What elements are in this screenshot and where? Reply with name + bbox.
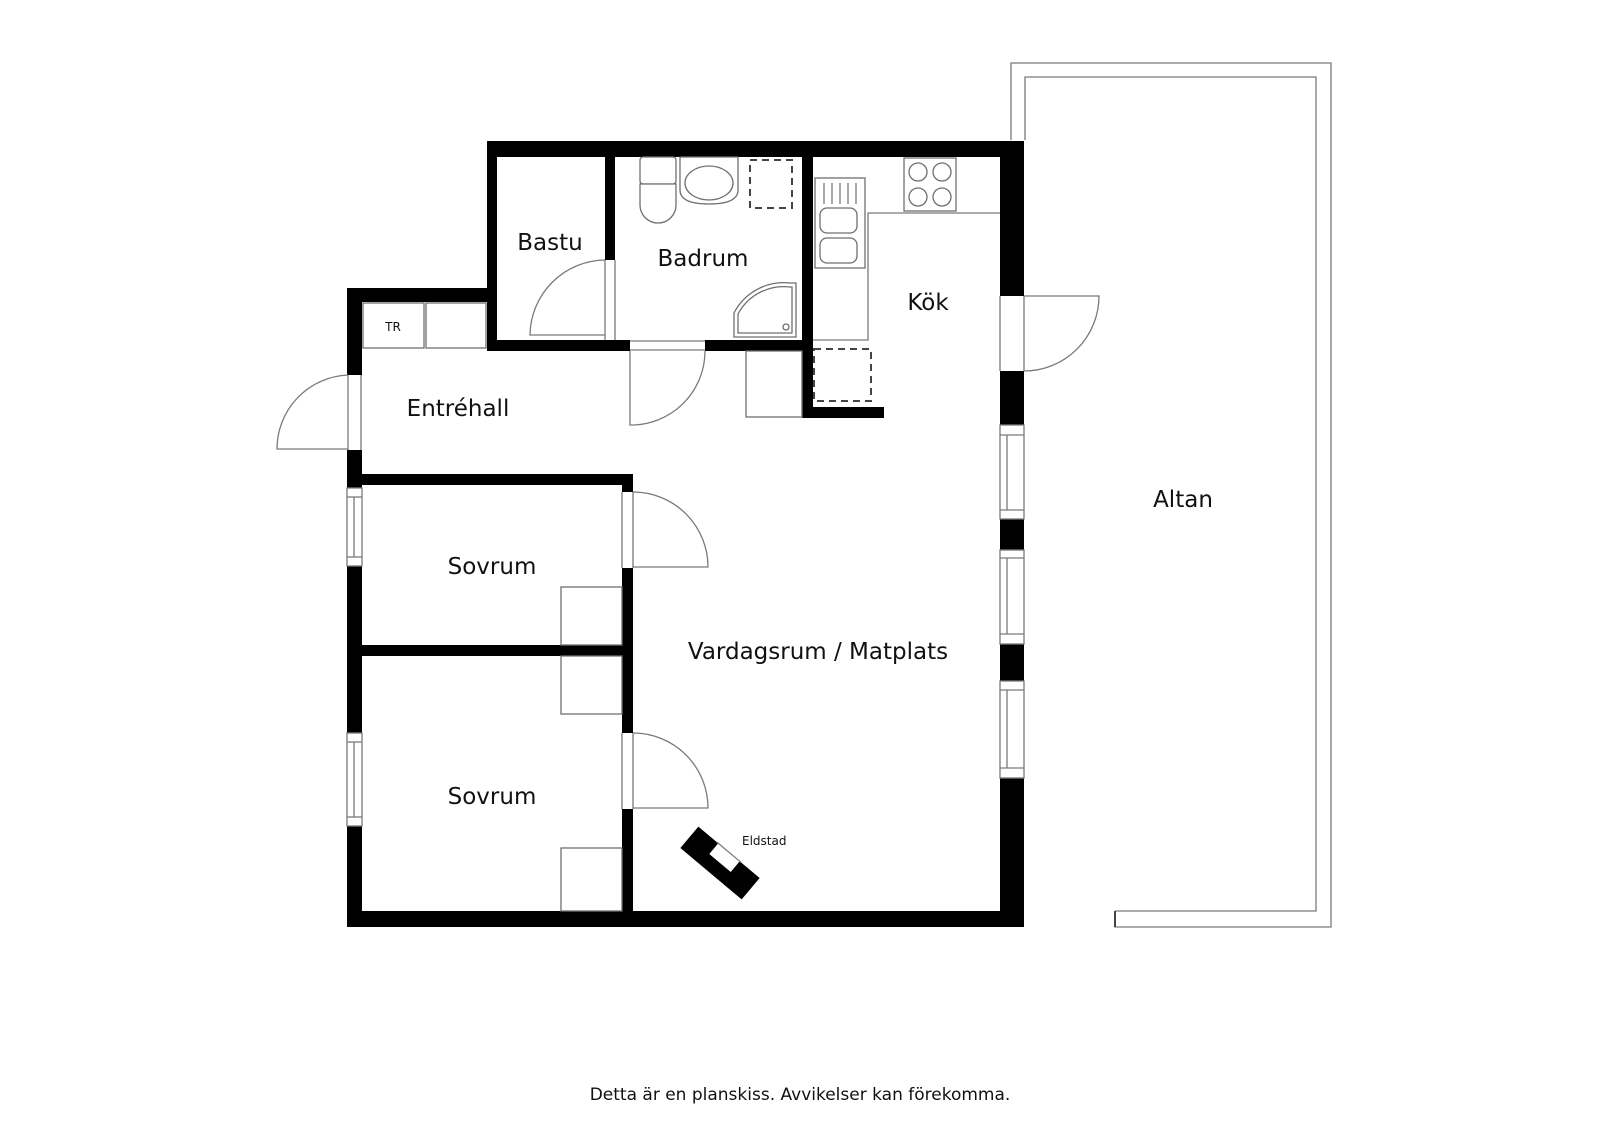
window-living-3 bbox=[999, 680, 1025, 779]
bastu-door-swing[interactable] bbox=[529, 259, 606, 336]
door-swings bbox=[276, 259, 1100, 809]
kitchen-sink-icon bbox=[814, 177, 866, 269]
fridge-space bbox=[813, 348, 872, 402]
entre-closets: TR bbox=[362, 302, 487, 349]
window-living-2 bbox=[999, 549, 1025, 645]
window-sovrum-2 bbox=[346, 732, 363, 827]
toilet-icon bbox=[639, 156, 677, 224]
room-label-badrum: Badrum bbox=[658, 246, 749, 272]
wardrobe-sovrum-1 bbox=[560, 586, 623, 646]
wardrobe-sovrum-1b bbox=[560, 655, 623, 715]
windows bbox=[346, 424, 1025, 827]
sink-icon bbox=[679, 156, 739, 205]
altan-door-swing[interactable] bbox=[1023, 295, 1100, 372]
shower-icon bbox=[733, 282, 797, 338]
sovrum-1-door-swing[interactable] bbox=[632, 491, 709, 568]
kitchen-counter bbox=[813, 212, 1000, 341]
room-label-vardagsrum: Vardagsrum / Matplats bbox=[688, 639, 948, 665]
room-label-entrehall: Entréhall bbox=[407, 396, 510, 422]
room-label-altan: Altan bbox=[1153, 487, 1213, 513]
hall-closet bbox=[745, 350, 803, 418]
tr-label: TR bbox=[384, 320, 401, 334]
window-sovrum-1 bbox=[346, 487, 363, 567]
terrace-outline bbox=[1010, 62, 1332, 928]
disclaimer-text: Detta är en planskiss. Avvikelser kan fö… bbox=[589, 1085, 1011, 1105]
room-label-kok: Kök bbox=[907, 290, 949, 316]
eldstad-label: Eldstad bbox=[742, 834, 786, 848]
badrum-door-swing[interactable] bbox=[629, 350, 706, 426]
room-label-sovrum-1: Sovrum bbox=[448, 554, 537, 580]
washer-space bbox=[749, 159, 793, 209]
wardrobe-sovrum-2 bbox=[560, 847, 623, 912]
room-label-bastu: Bastu bbox=[517, 230, 582, 256]
sovrum-2-door-swing[interactable] bbox=[632, 732, 709, 809]
window-living-1 bbox=[999, 424, 1025, 520]
fireplace-icon bbox=[680, 826, 760, 900]
room-label-sovrum-2: Sovrum bbox=[448, 784, 537, 810]
stove-icon bbox=[903, 157, 957, 212]
openings bbox=[347, 260, 1025, 809]
entrance-door-swing[interactable] bbox=[276, 374, 349, 450]
